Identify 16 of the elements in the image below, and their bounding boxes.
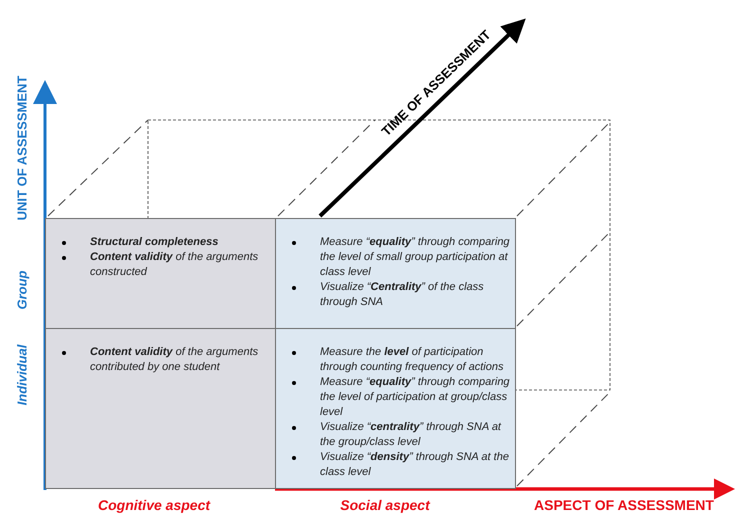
axis-title: ASPECT OF ASSESSMENT	[534, 498, 714, 512]
column-label: Cognitive aspect	[98, 498, 210, 512]
bullet-text: Structural completeness	[90, 235, 218, 250]
bullet-text: Content validity of the arguments contributed by one student	[90, 345, 260, 375]
axis-title: UNIT OF ASSESSMENT	[16, 76, 28, 220]
column-label: Social aspect	[340, 498, 430, 512]
table-cell	[275, 328, 516, 489]
bullet-text: Measure “equality” through comparing the level of small group participation at class level	[320, 235, 511, 280]
row-label: Individual	[16, 344, 28, 406]
bullet-text: Visualize “Centrality” of the class through SNA	[320, 280, 485, 310]
row-label: Group	[16, 270, 28, 310]
table-cell	[45, 328, 276, 489]
bullet-text: Content validity of the arguments constructed	[90, 250, 260, 280]
table-cell	[45, 218, 276, 329]
table-cell	[275, 218, 516, 329]
bullet-text: Visualize “density” through SNA at the class level	[320, 450, 510, 480]
